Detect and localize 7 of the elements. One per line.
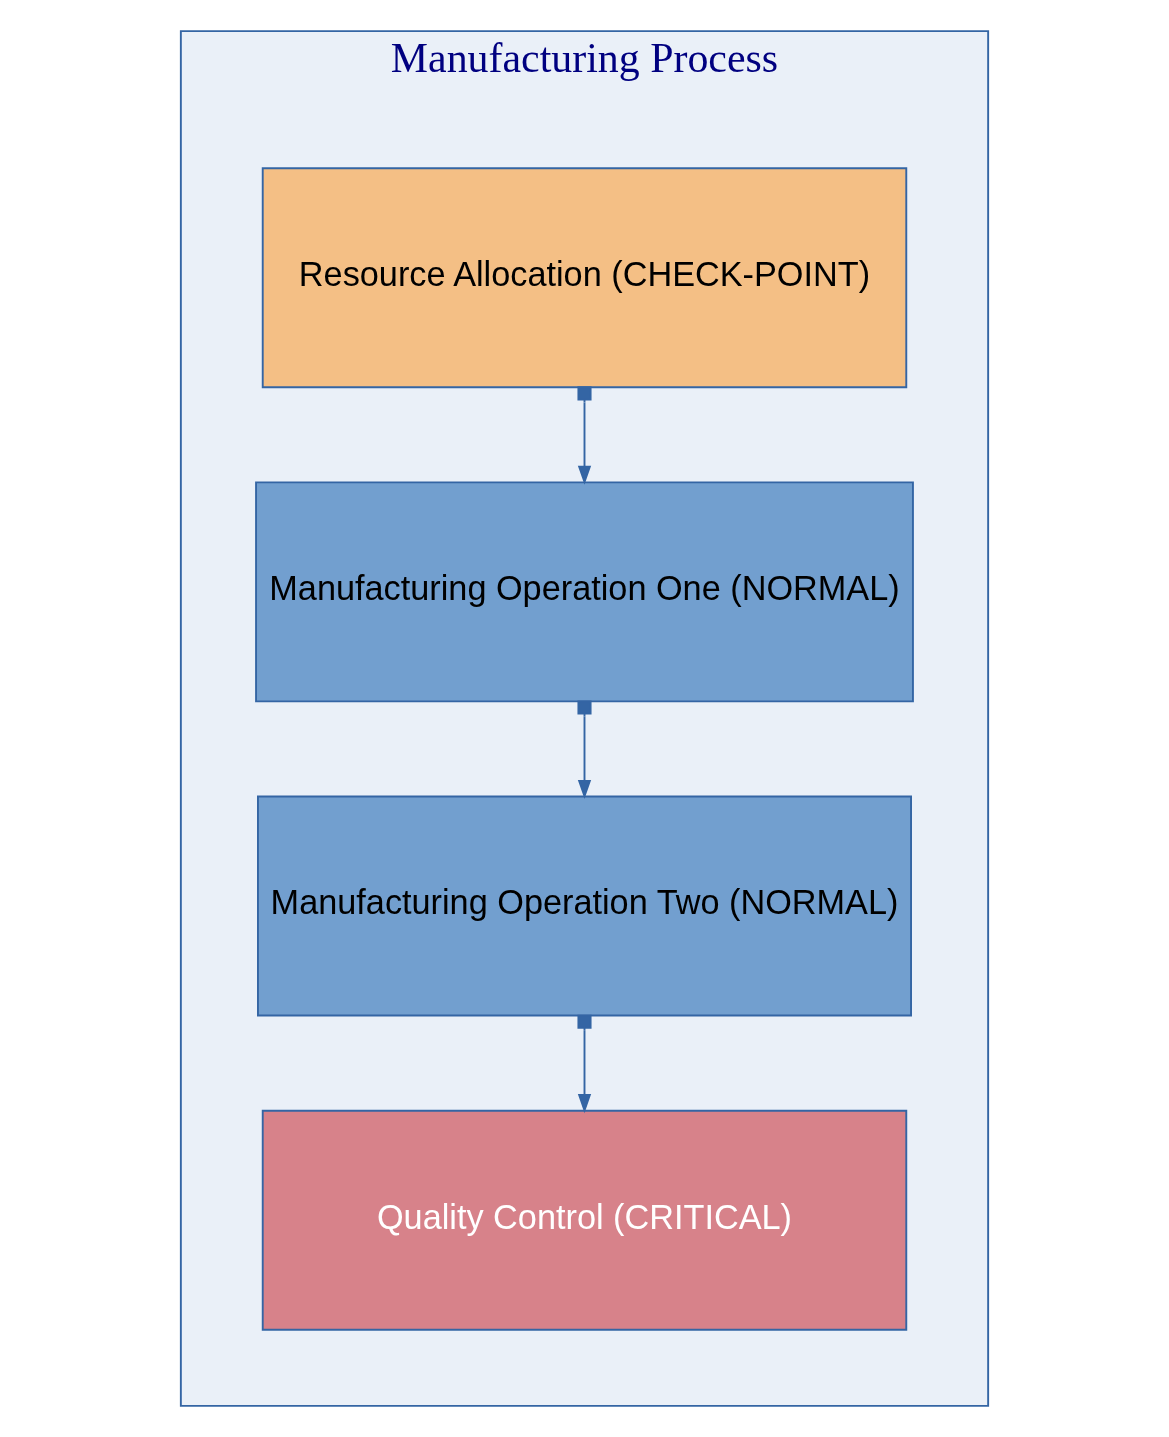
node-box: Manufacturing Operation Two (NORMAL) (257, 795, 912, 1017)
node-box: Quality Control (CRITICAL) (261, 1109, 908, 1331)
node-box: Manufacturing Operation One (NORMAL) (255, 481, 914, 703)
node-box: Resource Allocation (CHECK-POINT) (261, 167, 908, 389)
arrow (577, 386, 592, 485)
arrow (577, 1014, 592, 1114)
arrow (577, 700, 592, 799)
